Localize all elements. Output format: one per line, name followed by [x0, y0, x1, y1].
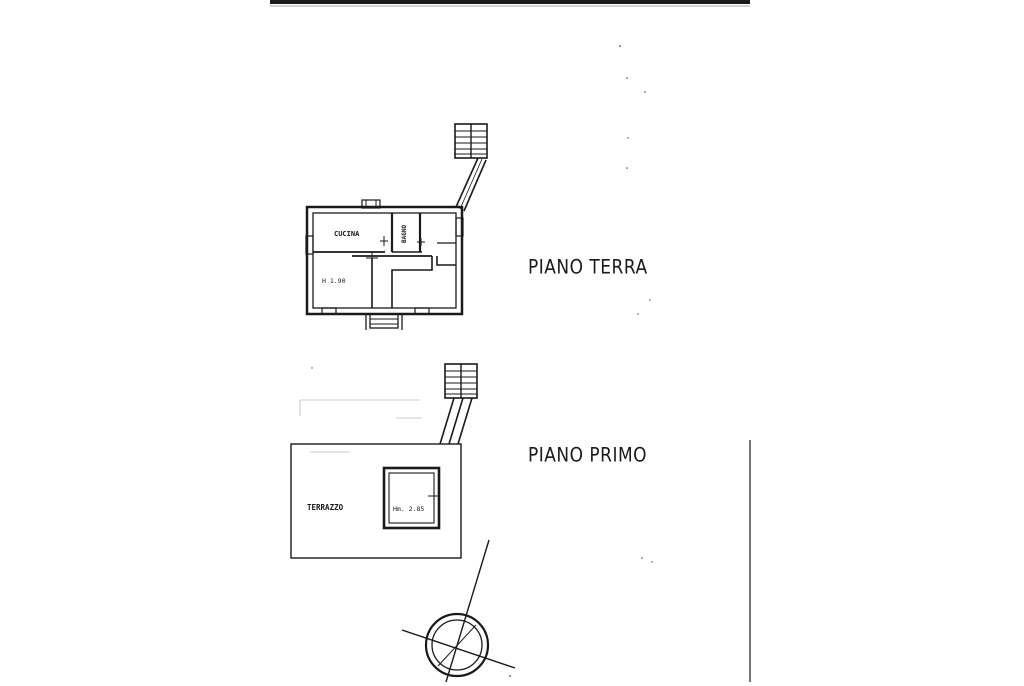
first-floor-room-inner	[388, 472, 435, 524]
terrace-outline	[290, 443, 462, 559]
window-bottom-right	[414, 307, 430, 315]
window-top	[361, 199, 381, 209]
ground-floor-title: PIANO TERRA	[528, 256, 648, 279]
first-floor-height-note: Hm. 2.85	[393, 505, 425, 513]
ground-floor-plan	[305, 123, 488, 330]
window-left	[305, 235, 314, 255]
scan-ghost-lines	[299, 399, 422, 453]
entrance-steps	[365, 313, 403, 330]
room-label-terrace: TERRAZZO	[307, 503, 344, 512]
first-floor-room-outer	[382, 466, 441, 530]
wall-core-b	[436, 256, 456, 266]
external-stair-first	[439, 363, 478, 445]
scan-specks	[311, 45, 653, 677]
window-bottom-left	[321, 307, 337, 315]
room-label-bath: BAGNO	[401, 224, 408, 243]
top-border-line	[270, 0, 750, 4]
north-arrow-icon	[401, 539, 516, 683]
ground-floor-inner-wall	[312, 212, 457, 309]
room-label-kitchen: CUCINA	[334, 230, 360, 238]
wall-core	[391, 256, 433, 308]
ground-floor-outer-wall	[305, 205, 464, 316]
external-stair-ground	[454, 123, 488, 212]
first-floor-title: PIANO PRIMO	[528, 444, 648, 467]
ground-floor-height-note: H 1.90	[322, 277, 346, 285]
first-floor-plan	[290, 363, 478, 559]
window-right	[455, 217, 464, 237]
